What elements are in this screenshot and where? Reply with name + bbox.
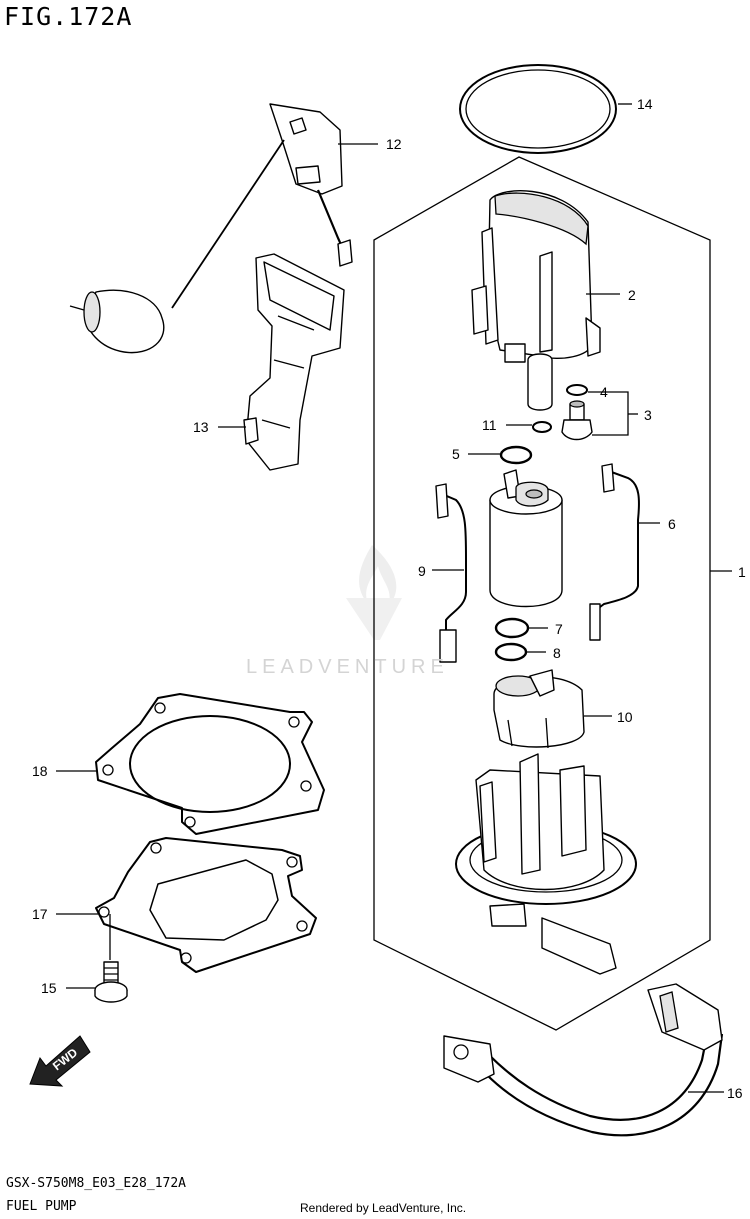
leader-lines <box>56 103 732 1093</box>
callout-9[interactable]: 9 <box>418 563 426 579</box>
fwd-direction-arrow: FWD <box>29 1035 91 1087</box>
assembly-1-group-outline <box>373 156 711 1031</box>
section-name: FUEL PUMP <box>6 1199 77 1214</box>
callout-8[interactable]: 8 <box>553 645 561 661</box>
callout-16[interactable]: 16 <box>727 1085 743 1101</box>
part-16-fuel-hose[interactable] <box>443 983 724 1137</box>
callout-14[interactable]: 14 <box>637 96 653 112</box>
callout-labels: 14 12 2 4 3 11 5 6 1 9 7 8 10 13 18 17 1… <box>32 96 746 1101</box>
part-9-pump-wire[interactable] <box>435 483 467 663</box>
part-13-sender-bracket[interactable] <box>243 253 345 471</box>
callout-3[interactable]: 3 <box>644 407 652 423</box>
part-4-small-o-ring[interactable] <box>566 384 588 396</box>
part-6-pump-wire[interactable] <box>589 463 640 641</box>
callout-13[interactable]: 13 <box>193 419 209 435</box>
part-15-bolt[interactable] <box>94 961 128 1003</box>
callout-7[interactable]: 7 <box>555 621 563 637</box>
part-14-o-ring[interactable] <box>459 64 617 154</box>
figure-title: FIG.172A <box>4 2 133 31</box>
callout-17[interactable]: 17 <box>32 906 48 922</box>
callout-5[interactable]: 5 <box>452 446 460 462</box>
callout-1[interactable]: 1 <box>738 564 746 580</box>
part-18-gasket[interactable] <box>95 693 325 835</box>
part-17-plate-gasket[interactable] <box>95 837 317 973</box>
callout-18[interactable]: 18 <box>32 763 48 779</box>
callout-6[interactable]: 6 <box>668 516 676 532</box>
part-12-fuel-level-sender[interactable] <box>69 103 353 354</box>
fuel-pump-bracket-flange[interactable] <box>455 753 637 975</box>
watermark-text: LEADVENTURE <box>246 656 449 678</box>
callout-12[interactable]: 12 <box>386 136 402 152</box>
callout-15[interactable]: 15 <box>41 980 57 996</box>
fuel-pump-motor[interactable] <box>489 469 563 608</box>
part-5-o-ring[interactable] <box>499 445 533 465</box>
part-10-pump-holder[interactable] <box>493 669 585 749</box>
callout-4[interactable]: 4 <box>600 384 608 400</box>
part-3-pressure-regulator[interactable] <box>561 400 593 441</box>
callout-2[interactable]: 2 <box>628 287 636 303</box>
callout-11[interactable]: 11 <box>482 417 497 433</box>
part-7-cushion-ring[interactable] <box>494 617 530 639</box>
part-2-fuel-filter-housing[interactable] <box>471 190 601 411</box>
callout-10[interactable]: 10 <box>617 709 633 725</box>
part-11-small-o-ring[interactable] <box>532 421 552 433</box>
part-8-o-ring[interactable] <box>494 642 528 662</box>
render-credit: Rendered by LeadVenture, Inc. <box>300 1201 467 1215</box>
model-code: GSX-S750M8_E03_E28_172A <box>6 1176 187 1191</box>
